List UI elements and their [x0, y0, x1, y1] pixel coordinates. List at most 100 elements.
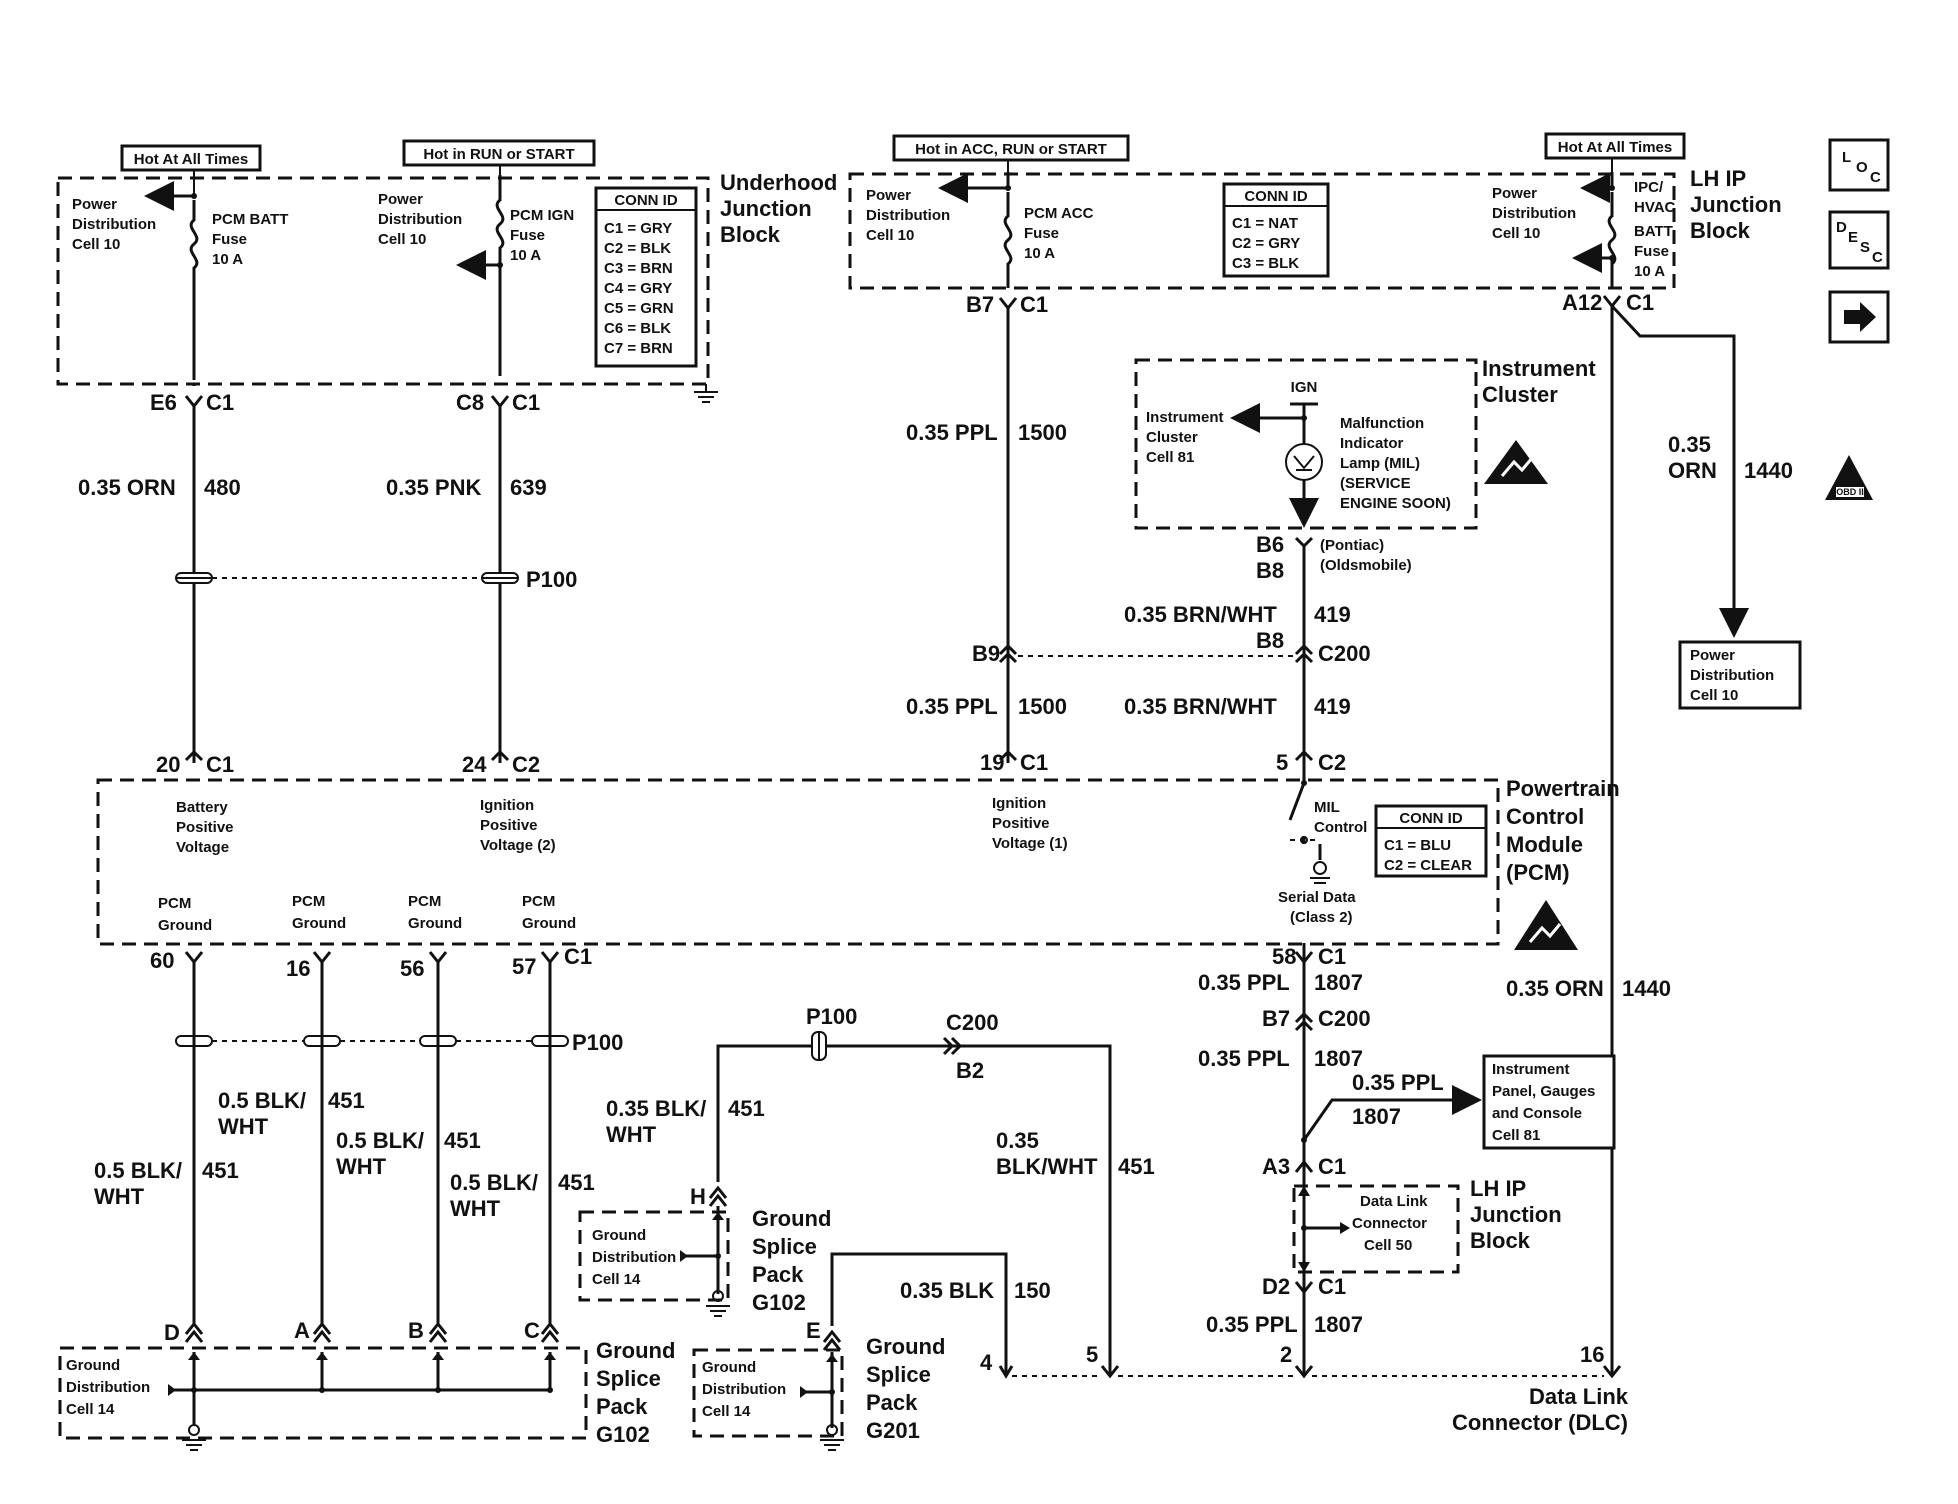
svg-text:Pack: Pack: [866, 1390, 918, 1415]
svg-text:CONN ID: CONN ID: [1399, 810, 1463, 827]
svg-text:Hot At All Times: Hot At All Times: [1558, 139, 1672, 156]
svg-text:Power: Power: [1690, 647, 1735, 664]
svg-text:480: 480: [204, 475, 241, 500]
svg-text:0.35 BRN/WHT: 0.35 BRN/WHT: [1124, 694, 1277, 719]
svg-text:10 A: 10 A: [510, 247, 541, 264]
svg-text:C2 = GRY: C2 = GRY: [1232, 235, 1300, 252]
svg-text:PCM: PCM: [292, 893, 325, 910]
svg-text:Connector (DLC): Connector (DLC): [1452, 1410, 1628, 1435]
svg-text:Positive: Positive: [176, 819, 234, 836]
svg-text:Ground: Ground: [592, 1227, 646, 1244]
svg-text:C1: C1: [1020, 750, 1048, 775]
svg-text:G102: G102: [596, 1422, 650, 1447]
svg-text:20: 20: [156, 752, 180, 777]
svg-text:Distribution: Distribution: [72, 216, 156, 233]
circuit-419: B6 B8 (Pontiac) (Oldsmobile) 0.35 BRN/WH…: [1124, 532, 1412, 775]
svg-text:639: 639: [510, 475, 547, 500]
svg-text:0.35 ORN: 0.35 ORN: [78, 475, 176, 500]
pcm-conn-id-table: CONN ID C1 = BLU C2 = CLEAR: [1374, 804, 1488, 878]
svg-text:Indicator: Indicator: [1340, 435, 1404, 452]
svg-text:451: 451: [328, 1088, 365, 1113]
svg-text:Pack: Pack: [752, 1262, 804, 1287]
svg-text:1440: 1440: [1744, 458, 1793, 483]
p100-bottom: P100: [175, 1030, 623, 1055]
svg-text:Ground: Ground: [866, 1334, 945, 1359]
svg-text:O: O: [1856, 159, 1868, 176]
svg-text:Battery: Battery: [176, 799, 228, 816]
svg-text:Cell 10: Cell 10: [866, 227, 914, 244]
svg-text:D: D: [1836, 219, 1847, 236]
svg-text:Positive: Positive: [992, 815, 1050, 832]
svg-text:Instrument: Instrument: [1482, 356, 1596, 381]
svg-text:0.35 BLK/: 0.35 BLK/: [606, 1096, 706, 1121]
svg-text:10 A: 10 A: [1024, 245, 1055, 262]
svg-text:C1: C1: [206, 752, 234, 777]
svg-text:Cell 50: Cell 50: [1364, 1237, 1412, 1254]
svg-text:1500: 1500: [1018, 420, 1067, 445]
svg-text:D2: D2: [1262, 1274, 1290, 1299]
svg-text:C1 = NAT: C1 = NAT: [1232, 215, 1298, 232]
svg-text:Underhood: Underhood: [720, 170, 837, 195]
svg-text:B7: B7: [966, 292, 994, 317]
svg-text:0.35 PNK: 0.35 PNK: [386, 475, 481, 500]
svg-text:Fuse: Fuse: [1634, 243, 1669, 260]
svg-text:(Oldsmobile): (Oldsmobile): [1320, 557, 1412, 574]
svg-text:IPC/: IPC/: [1634, 179, 1664, 196]
power-distribution-box[interactable]: Power Distribution Cell 10: [1678, 640, 1802, 710]
svg-text:WHT: WHT: [450, 1196, 501, 1221]
svg-text:C2 = CLEAR: C2 = CLEAR: [1384, 857, 1472, 874]
svg-text:Distribution: Distribution: [866, 207, 950, 224]
svg-text:PCM IGN: PCM IGN: [510, 207, 574, 224]
svg-text:Cell 14: Cell 14: [592, 1271, 641, 1288]
svg-text:Block: Block: [1690, 218, 1751, 243]
circuit-1440: 0.35 ORN 1440 0.35 ORN 1440: [1506, 304, 1793, 1376]
svg-text:0.35 PPL: 0.35 PPL: [906, 694, 998, 719]
svg-text:0.35 PPL: 0.35 PPL: [1352, 1070, 1444, 1095]
desc-icon[interactable]: D E S C: [1828, 210, 1890, 270]
svg-text:Data Link: Data Link: [1360, 1193, 1428, 1210]
svg-text:D: D: [164, 1320, 180, 1345]
svg-text:C1: C1: [1318, 944, 1346, 969]
svg-text:0.5 BLK/: 0.5 BLK/: [218, 1088, 306, 1113]
svg-text:E: E: [1848, 229, 1858, 246]
svg-text:Cell 10: Cell 10: [1492, 225, 1540, 242]
svg-text:Distribution: Distribution: [702, 1381, 786, 1398]
next-arrow-icon[interactable]: [1828, 290, 1890, 344]
svg-text:Module: Module: [1506, 832, 1583, 857]
svg-text:G201: G201: [866, 1418, 920, 1443]
svg-text:Distribution: Distribution: [378, 211, 462, 228]
svg-text:150: 150: [1014, 1278, 1051, 1303]
lhip-conn-id-table: CONN ID C1 = NAT C2 = GRY C3 = BLK: [1222, 182, 1330, 278]
svg-text:Instrument: Instrument: [1492, 1061, 1570, 1078]
svg-text:WHT: WHT: [336, 1154, 387, 1179]
svg-text:S: S: [1860, 239, 1870, 256]
loc-icon[interactable]: L O C: [1828, 138, 1890, 192]
svg-text:1807: 1807: [1314, 1046, 1363, 1071]
svg-text:Hot in ACC, RUN or START: Hot in ACC, RUN or START: [915, 141, 1107, 158]
svg-text:B6: B6: [1256, 532, 1284, 557]
svg-text:0.35 BRN/WHT: 0.35 BRN/WHT: [1124, 602, 1277, 627]
svg-text:C200: C200: [1318, 1006, 1371, 1031]
svg-text:Ground: Ground: [522, 915, 576, 932]
svg-text:451: 451: [558, 1170, 595, 1195]
instrument-panel-gauges-box[interactable]: Instrument Panel, Gauges and Console Cel…: [1482, 1054, 1616, 1150]
svg-text:C5 = GRN: C5 = GRN: [604, 300, 674, 317]
svg-text:Distribution: Distribution: [592, 1249, 676, 1266]
svg-text:(PCM): (PCM): [1506, 860, 1570, 885]
svg-text:and Console: and Console: [1492, 1105, 1582, 1122]
hot-label-batt: Hot At All Times: [120, 144, 262, 172]
obd-ii-icon: OBD II: [1825, 455, 1873, 500]
svg-text:Junction: Junction: [720, 196, 812, 221]
svg-text:Positive: Positive: [480, 817, 538, 834]
svg-text:PCM ACC: PCM ACC: [1024, 205, 1094, 222]
svg-text:Control: Control: [1506, 804, 1584, 829]
svg-text:PCM: PCM: [158, 895, 191, 912]
svg-text:Ignition: Ignition: [992, 795, 1046, 812]
circuit-1807: 58 C1 0.35 PPL 1807 B7 C200 0.35 PPL 180…: [1198, 943, 1482, 1376]
svg-text:C7 = BRN: C7 = BRN: [604, 340, 673, 357]
svg-text:C200: C200: [946, 1010, 999, 1035]
svg-text:Serial Data: Serial Data: [1278, 889, 1356, 906]
svg-text:Cell 10: Cell 10: [1690, 687, 1738, 704]
svg-text:Hot At All Times: Hot At All Times: [134, 151, 248, 168]
